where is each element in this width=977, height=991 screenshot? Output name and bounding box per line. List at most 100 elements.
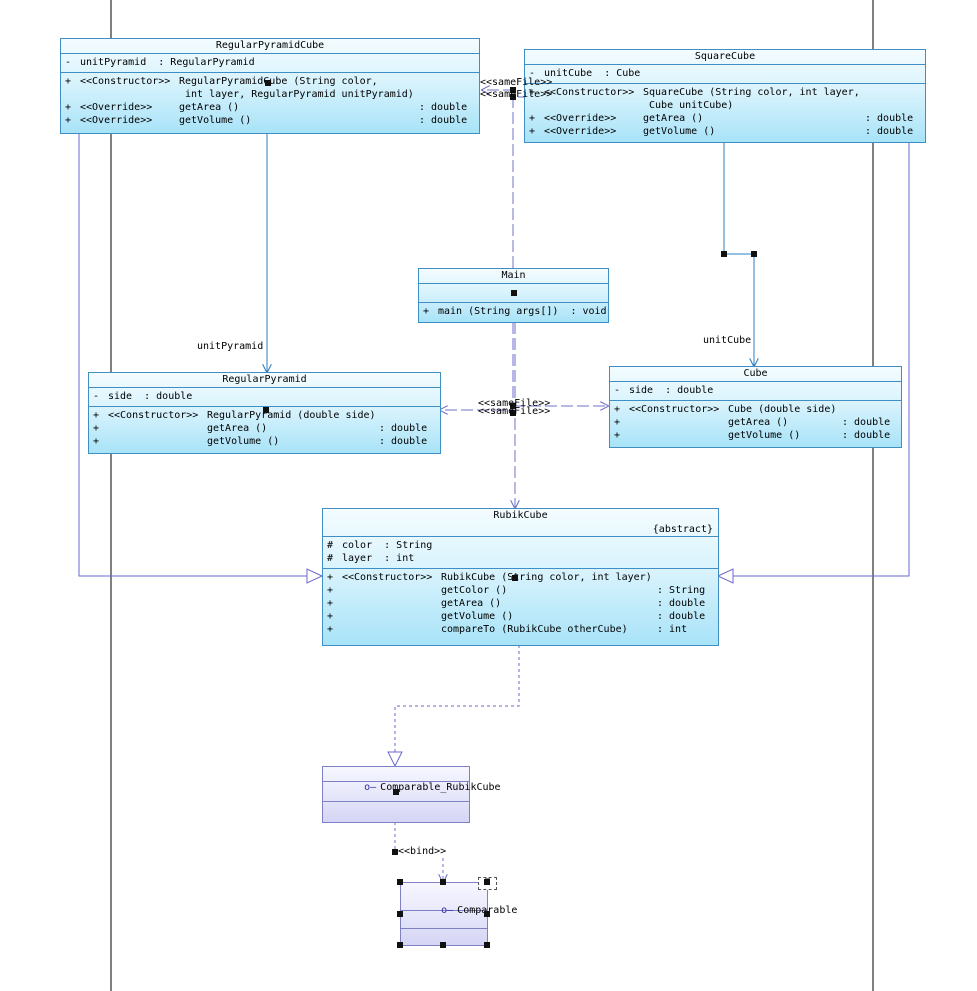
connector-bend-handle[interactable] [512, 575, 518, 581]
dependency-main-square-cube[interactable] [512, 96, 524, 268]
attribute-row[interactable]: - side : double [610, 384, 901, 397]
attribute-row[interactable]: - side : double [89, 390, 440, 403]
operation-text: getArea () [207, 423, 268, 434]
attribute-text: unitPyramid : RegularPyramid [80, 57, 255, 68]
operation-row[interactable]: + getColor () : String [323, 584, 718, 597]
operation-row[interactable]: + main (String args[]) : void [419, 305, 608, 318]
attribute-row[interactable]: # color : String [323, 539, 718, 552]
stereotype: <<Override>> [544, 126, 617, 137]
realization-comparable-rubik-cube[interactable] [394, 645, 520, 752]
operation-row[interactable]: + <<Constructor>> RegularPyramidCube (St… [61, 75, 479, 101]
connector-bend-handle[interactable] [510, 94, 516, 100]
selection-handle[interactable] [440, 942, 446, 948]
selection-handle[interactable] [484, 942, 490, 948]
class-name: Main [501, 270, 526, 281]
attribute-row[interactable]: - unitPyramid : RegularPyramid [61, 56, 479, 69]
operation-row[interactable]: + getVolume () : double [89, 435, 440, 448]
selection-handle[interactable] [397, 879, 403, 885]
interface-comparable-rubik-cube[interactable]: o–Comparable_RubikCube [322, 766, 501, 823]
connector-bend-handle[interactable] [392, 849, 398, 855]
attribute-row[interactable]: # layer : int [323, 552, 718, 565]
visibility: + [327, 624, 334, 635]
connector-bend-handle[interactable] [721, 251, 727, 257]
attribute-row[interactable]: - unitCube : Cube [525, 67, 925, 80]
class-regular-pyramid-cube[interactable]: RegularPyramidCube - unitPyramid : Regul… [60, 38, 480, 134]
visibility: # [327, 553, 334, 564]
visibility: - [614, 385, 621, 396]
class-main[interactable]: Main + main (String args[]) : void [418, 268, 609, 323]
visibility: + [65, 102, 72, 113]
stereotype: <<Override>> [80, 115, 153, 126]
class-rubik-cube[interactable]: RubikCube {abstract} # color : String # … [322, 508, 719, 646]
association-unit-cube[interactable] [723, 142, 754, 366]
operation-row[interactable]: + <<Override>> getVolume () : double [61, 114, 479, 127]
operations-compartment: + <<Constructor>> RubikCube (String colo… [323, 568, 718, 639]
operation-row[interactable]: + getVolume () : double [323, 610, 718, 623]
same-file-label: <<sameFile>> [480, 89, 553, 100]
connector-bend-handle[interactable] [510, 87, 516, 93]
interface-name: Comparable [457, 905, 517, 916]
return-type: : double [419, 115, 468, 126]
visibility: + [327, 572, 334, 583]
attribute-text: unitCube : Cube [544, 68, 641, 79]
connector-bend-handle[interactable] [510, 403, 516, 409]
attributes-compartment [401, 910, 487, 928]
selection-handle[interactable] [484, 911, 490, 917]
interface-header: o–Comparable [401, 890, 517, 916]
return-type: : double [842, 417, 891, 428]
return-type: : double [379, 436, 428, 447]
operation-text: getVolume () [179, 115, 252, 126]
operation-text: getVolume () [643, 126, 716, 137]
operation-text: getColor () [441, 585, 508, 596]
operation-row[interactable]: + <<Override>> getArea () : double [61, 101, 479, 114]
attribute-text: layer : int [342, 553, 415, 564]
generalization-square-cube[interactable] [718, 142, 910, 577]
connector-bend-handle[interactable] [265, 80, 271, 86]
return-type: : double [419, 102, 468, 113]
return-type: : double [865, 113, 914, 124]
generalization-regular-pyramid-cube[interactable] [78, 133, 322, 577]
operation-row[interactable]: + <<Constructor>> RegularPyramid (double… [89, 409, 440, 422]
selection-handle[interactable] [484, 879, 490, 885]
connector-bend-handle[interactable] [510, 410, 516, 416]
class-name: Cube [743, 368, 768, 379]
attribute-text: side : double [108, 391, 193, 402]
operation-text: getVolume () [441, 611, 514, 622]
return-type: : double [865, 126, 914, 137]
generalization-head-left [306, 568, 324, 584]
operation-row[interactable]: + <<Constructor>> SquareCube (String col… [525, 86, 925, 112]
interface-header: o–Comparable_RubikCube [323, 767, 500, 793]
class-square-cube[interactable]: SquareCube - unitCube : Cube + <<Constru… [524, 49, 926, 143]
same-file-label: <<sameFile>> [478, 398, 551, 409]
selection-handle[interactable] [393, 789, 399, 795]
connector-bend-handle[interactable] [751, 251, 757, 257]
operation-row[interactable]: + <<Override>> getVolume () : double [525, 125, 925, 138]
operation-row[interactable]: + getVolume () : double [610, 429, 901, 442]
interface-name: Comparable_RubikCube [380, 782, 501, 793]
dependency-main-regular-pyramid-cube[interactable] [482, 90, 514, 268]
class-regular-pyramid[interactable]: RegularPyramid - side : double + <<Const… [88, 372, 441, 454]
visibility: + [327, 611, 334, 622]
operation-row[interactable]: + <<Override>> getArea () : double [525, 112, 925, 125]
selection-handle[interactable] [397, 911, 403, 917]
operation-row[interactable]: + getArea () : double [610, 416, 901, 429]
selection-handle[interactable] [440, 879, 446, 885]
stereotype: <<Constructor>> [108, 410, 199, 421]
operation-text: getVolume () [207, 436, 280, 447]
operation-text: RegularPyramid (double side) [207, 410, 376, 421]
selection-handle[interactable] [511, 290, 517, 296]
operation-row[interactable]: + getArea () : double [89, 422, 440, 435]
operations-compartment [401, 928, 487, 944]
return-type: : double [657, 598, 706, 609]
class-cube[interactable]: Cube - side : double + <<Constructor>> C… [609, 366, 902, 448]
operation-row[interactable]: + getArea () : double [323, 597, 718, 610]
operation-row[interactable]: + compareTo (RubikCube otherCube) : int [323, 623, 718, 636]
operation-row[interactable]: + <<Constructor>> RubikCube (String colo… [323, 571, 718, 584]
visibility: + [529, 113, 536, 124]
operation-row[interactable]: + <<Constructor>> Cube (double side) [610, 403, 901, 416]
connector-bend-handle[interactable] [263, 407, 269, 413]
selection-handle[interactable] [397, 942, 403, 948]
operation-text: getArea () [441, 598, 502, 609]
interface-comparable[interactable]: o–Comparable [400, 882, 517, 946]
